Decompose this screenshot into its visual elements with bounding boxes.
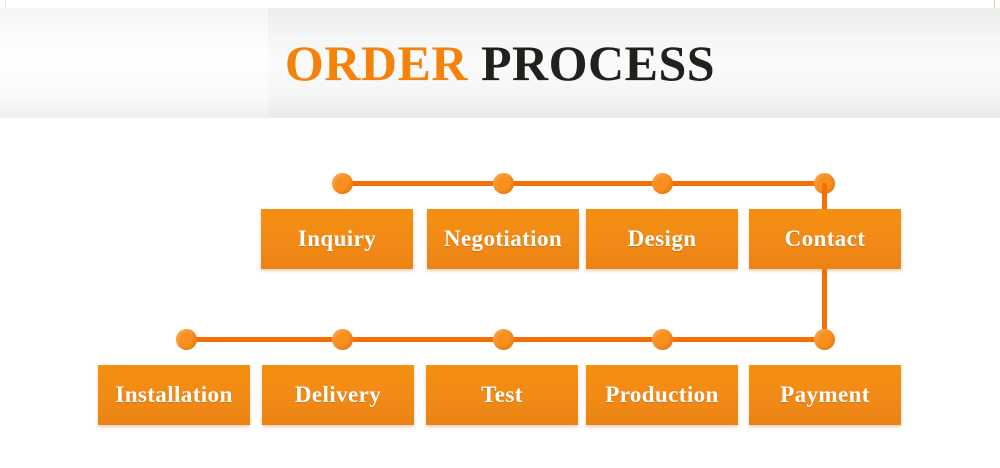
top-row-connector-line [342,181,824,186]
node-dot-payment[interactable] [814,329,835,350]
process-flow-diagram: Inquiry Negotiation Design Contact Insta… [0,118,1000,468]
step-box-production[interactable]: Production [586,365,738,425]
step-box-design[interactable]: Design [586,209,738,269]
step-label-delivery: Delivery [294,382,382,407]
step-label-production: Production [605,382,719,407]
step-box-delivery[interactable]: Delivery [262,365,414,425]
contact-to-payment-connector [822,269,827,340]
header-left-panel [0,8,268,118]
step-box-installation[interactable]: Installation [98,365,250,425]
page-title-word-process: PROCESS [480,35,716,91]
step-box-payment[interactable]: Payment [749,365,901,425]
node-dot-negotiation[interactable] [493,173,514,194]
page-title: ORDER PROCESS [0,34,1000,92]
step-label-installation: Installation [115,382,233,407]
step-label-test: Test [481,382,523,407]
step-label-negotiation: Negotiation [443,226,563,251]
node-dot-inquiry[interactable] [332,173,353,194]
step-box-test[interactable]: Test [426,365,578,425]
page-title-word-order: ORDER [284,35,468,91]
step-box-contact[interactable]: Contact [749,209,901,269]
node-dot-installation[interactable] [176,329,197,350]
node-dot-design[interactable] [652,173,673,194]
contact-dot-down-connector [822,183,827,213]
node-dot-production[interactable] [652,329,673,350]
step-box-negotiation[interactable]: Negotiation [427,209,579,269]
step-box-inquiry[interactable]: Inquiry [261,209,413,269]
step-label-payment: Payment [780,382,870,407]
node-dot-delivery[interactable] [332,329,353,350]
node-dot-test[interactable] [493,329,514,350]
step-label-contact: Contact [784,226,866,251]
step-label-design: Design [627,226,697,251]
step-label-inquiry: Inquiry [297,226,377,251]
